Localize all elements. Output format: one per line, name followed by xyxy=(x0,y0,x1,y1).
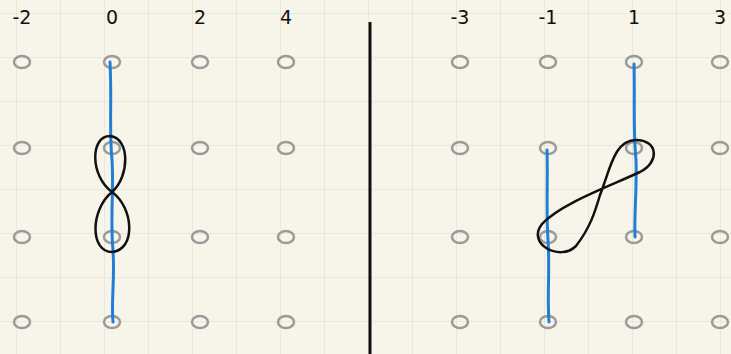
lattice-point xyxy=(626,316,642,328)
lattice-point xyxy=(278,231,294,243)
axis-number: -1 xyxy=(539,8,558,27)
axis-number: 2 xyxy=(194,8,206,27)
axis-number: -2 xyxy=(13,8,32,27)
lattice-point xyxy=(14,56,30,68)
axis-number: 1 xyxy=(628,8,640,27)
lattice-point xyxy=(452,231,468,243)
lattice-point xyxy=(278,316,294,328)
blue-strands xyxy=(110,62,636,322)
lattice-point xyxy=(452,56,468,68)
lattice-point xyxy=(712,231,728,243)
lattice-point xyxy=(540,56,556,68)
axis-number: 3 xyxy=(714,8,726,27)
lattice-point xyxy=(14,142,30,154)
axis-number: -3 xyxy=(451,8,470,27)
lattice-point xyxy=(278,56,294,68)
lattice-point xyxy=(14,231,30,243)
lattice-point xyxy=(192,316,208,328)
lattice-points xyxy=(14,56,728,328)
lattice-point xyxy=(104,56,120,68)
axis-number: 0 xyxy=(106,8,118,27)
divider-line xyxy=(369,22,372,354)
lattice-point xyxy=(452,142,468,154)
lattice-point xyxy=(712,142,728,154)
lattice-point xyxy=(452,316,468,328)
lattice-point xyxy=(712,56,728,68)
black-loops xyxy=(95,136,654,252)
lattice-point xyxy=(278,142,294,154)
lattice-point xyxy=(712,316,728,328)
axis-number: 4 xyxy=(280,8,292,27)
lattice-point xyxy=(192,142,208,154)
lattice-point xyxy=(14,316,30,328)
lattice-point xyxy=(192,231,208,243)
lattice-point xyxy=(192,56,208,68)
